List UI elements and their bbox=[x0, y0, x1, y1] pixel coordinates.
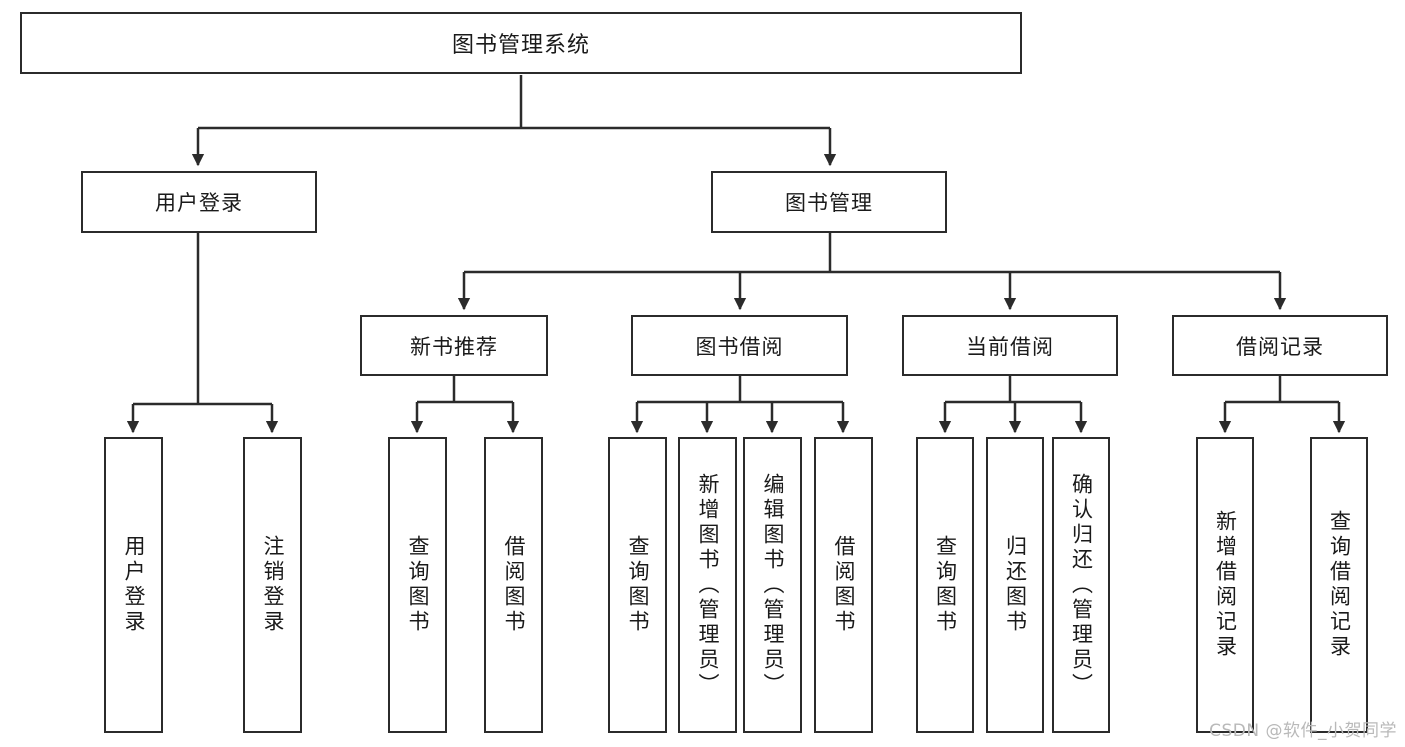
leaf-logout-label: 注销登录 bbox=[261, 535, 285, 635]
leaf-borrow-query-book[interactable]: 查询图书 bbox=[608, 437, 667, 733]
leaf-records-add-record-label: 新增借阅记录 bbox=[1213, 510, 1238, 660]
leaf-current-query-book[interactable]: 查询图书 bbox=[916, 437, 974, 733]
leaf-newbook-query-book-label: 查询图书 bbox=[406, 535, 430, 635]
leaf-borrow-edit-book-label: 编辑图书（管理员） bbox=[761, 472, 785, 698]
node-book-manage-label: 图书管理 bbox=[785, 191, 873, 215]
node-root[interactable]: 图书管理系统 bbox=[20, 12, 1022, 74]
leaf-newbook-borrow-book[interactable]: 借阅图书 bbox=[484, 437, 543, 733]
node-user-login-label: 用户登录 bbox=[155, 191, 243, 215]
leaf-records-query-record-label: 查询借阅记录 bbox=[1327, 510, 1352, 660]
leaf-user-login[interactable]: 用户登录 bbox=[104, 437, 163, 733]
watermark: CSDN @软件_小贺同学 bbox=[1209, 721, 1397, 741]
leaf-newbook-query-book[interactable]: 查询图书 bbox=[388, 437, 447, 733]
leaf-logout[interactable]: 注销登录 bbox=[243, 437, 302, 733]
leaf-borrow-query-book-label: 查询图书 bbox=[626, 535, 650, 635]
node-user-login[interactable]: 用户登录 bbox=[81, 171, 317, 233]
node-book-manage[interactable]: 图书管理 bbox=[711, 171, 947, 233]
leaf-borrow-edit-book[interactable]: 编辑图书（管理员） bbox=[743, 437, 802, 733]
leaf-borrow-add-book[interactable]: 新增图书（管理员） bbox=[678, 437, 737, 733]
node-current-borrow-label: 当前借阅 bbox=[966, 334, 1054, 359]
node-book-borrow-label: 图书借阅 bbox=[695, 334, 784, 359]
leaf-current-query-book-label: 查询图书 bbox=[933, 535, 958, 635]
leaf-borrow-borrow-book-label: 借阅图书 bbox=[832, 535, 856, 635]
leaf-newbook-borrow-book-label: 借阅图书 bbox=[502, 535, 526, 635]
leaf-borrow-add-book-label: 新增图书（管理员） bbox=[696, 472, 720, 698]
leaf-borrow-borrow-book[interactable]: 借阅图书 bbox=[814, 437, 873, 733]
leaf-records-add-record[interactable]: 新增借阅记录 bbox=[1196, 437, 1254, 733]
leaf-records-query-record[interactable]: 查询借阅记录 bbox=[1310, 437, 1368, 733]
leaf-user-login-label: 用户登录 bbox=[122, 535, 146, 635]
leaf-current-return-book-label: 归还图书 bbox=[1003, 535, 1028, 635]
node-book-borrow[interactable]: 图书借阅 bbox=[631, 315, 848, 376]
leaf-current-confirm-return-label: 确认归还（管理员） bbox=[1069, 472, 1094, 698]
leaf-current-return-book[interactable]: 归还图书 bbox=[986, 437, 1044, 733]
node-borrow-records[interactable]: 借阅记录 bbox=[1172, 315, 1388, 376]
node-borrow-records-label: 借阅记录 bbox=[1236, 334, 1324, 359]
node-new-book-recommend-label: 新书推荐 bbox=[410, 334, 498, 359]
node-new-book-recommend[interactable]: 新书推荐 bbox=[360, 315, 548, 376]
leaf-current-confirm-return[interactable]: 确认归还（管理员） bbox=[1052, 437, 1110, 733]
node-current-borrow[interactable]: 当前借阅 bbox=[902, 315, 1118, 376]
node-root-label: 图书管理系统 bbox=[451, 33, 590, 58]
